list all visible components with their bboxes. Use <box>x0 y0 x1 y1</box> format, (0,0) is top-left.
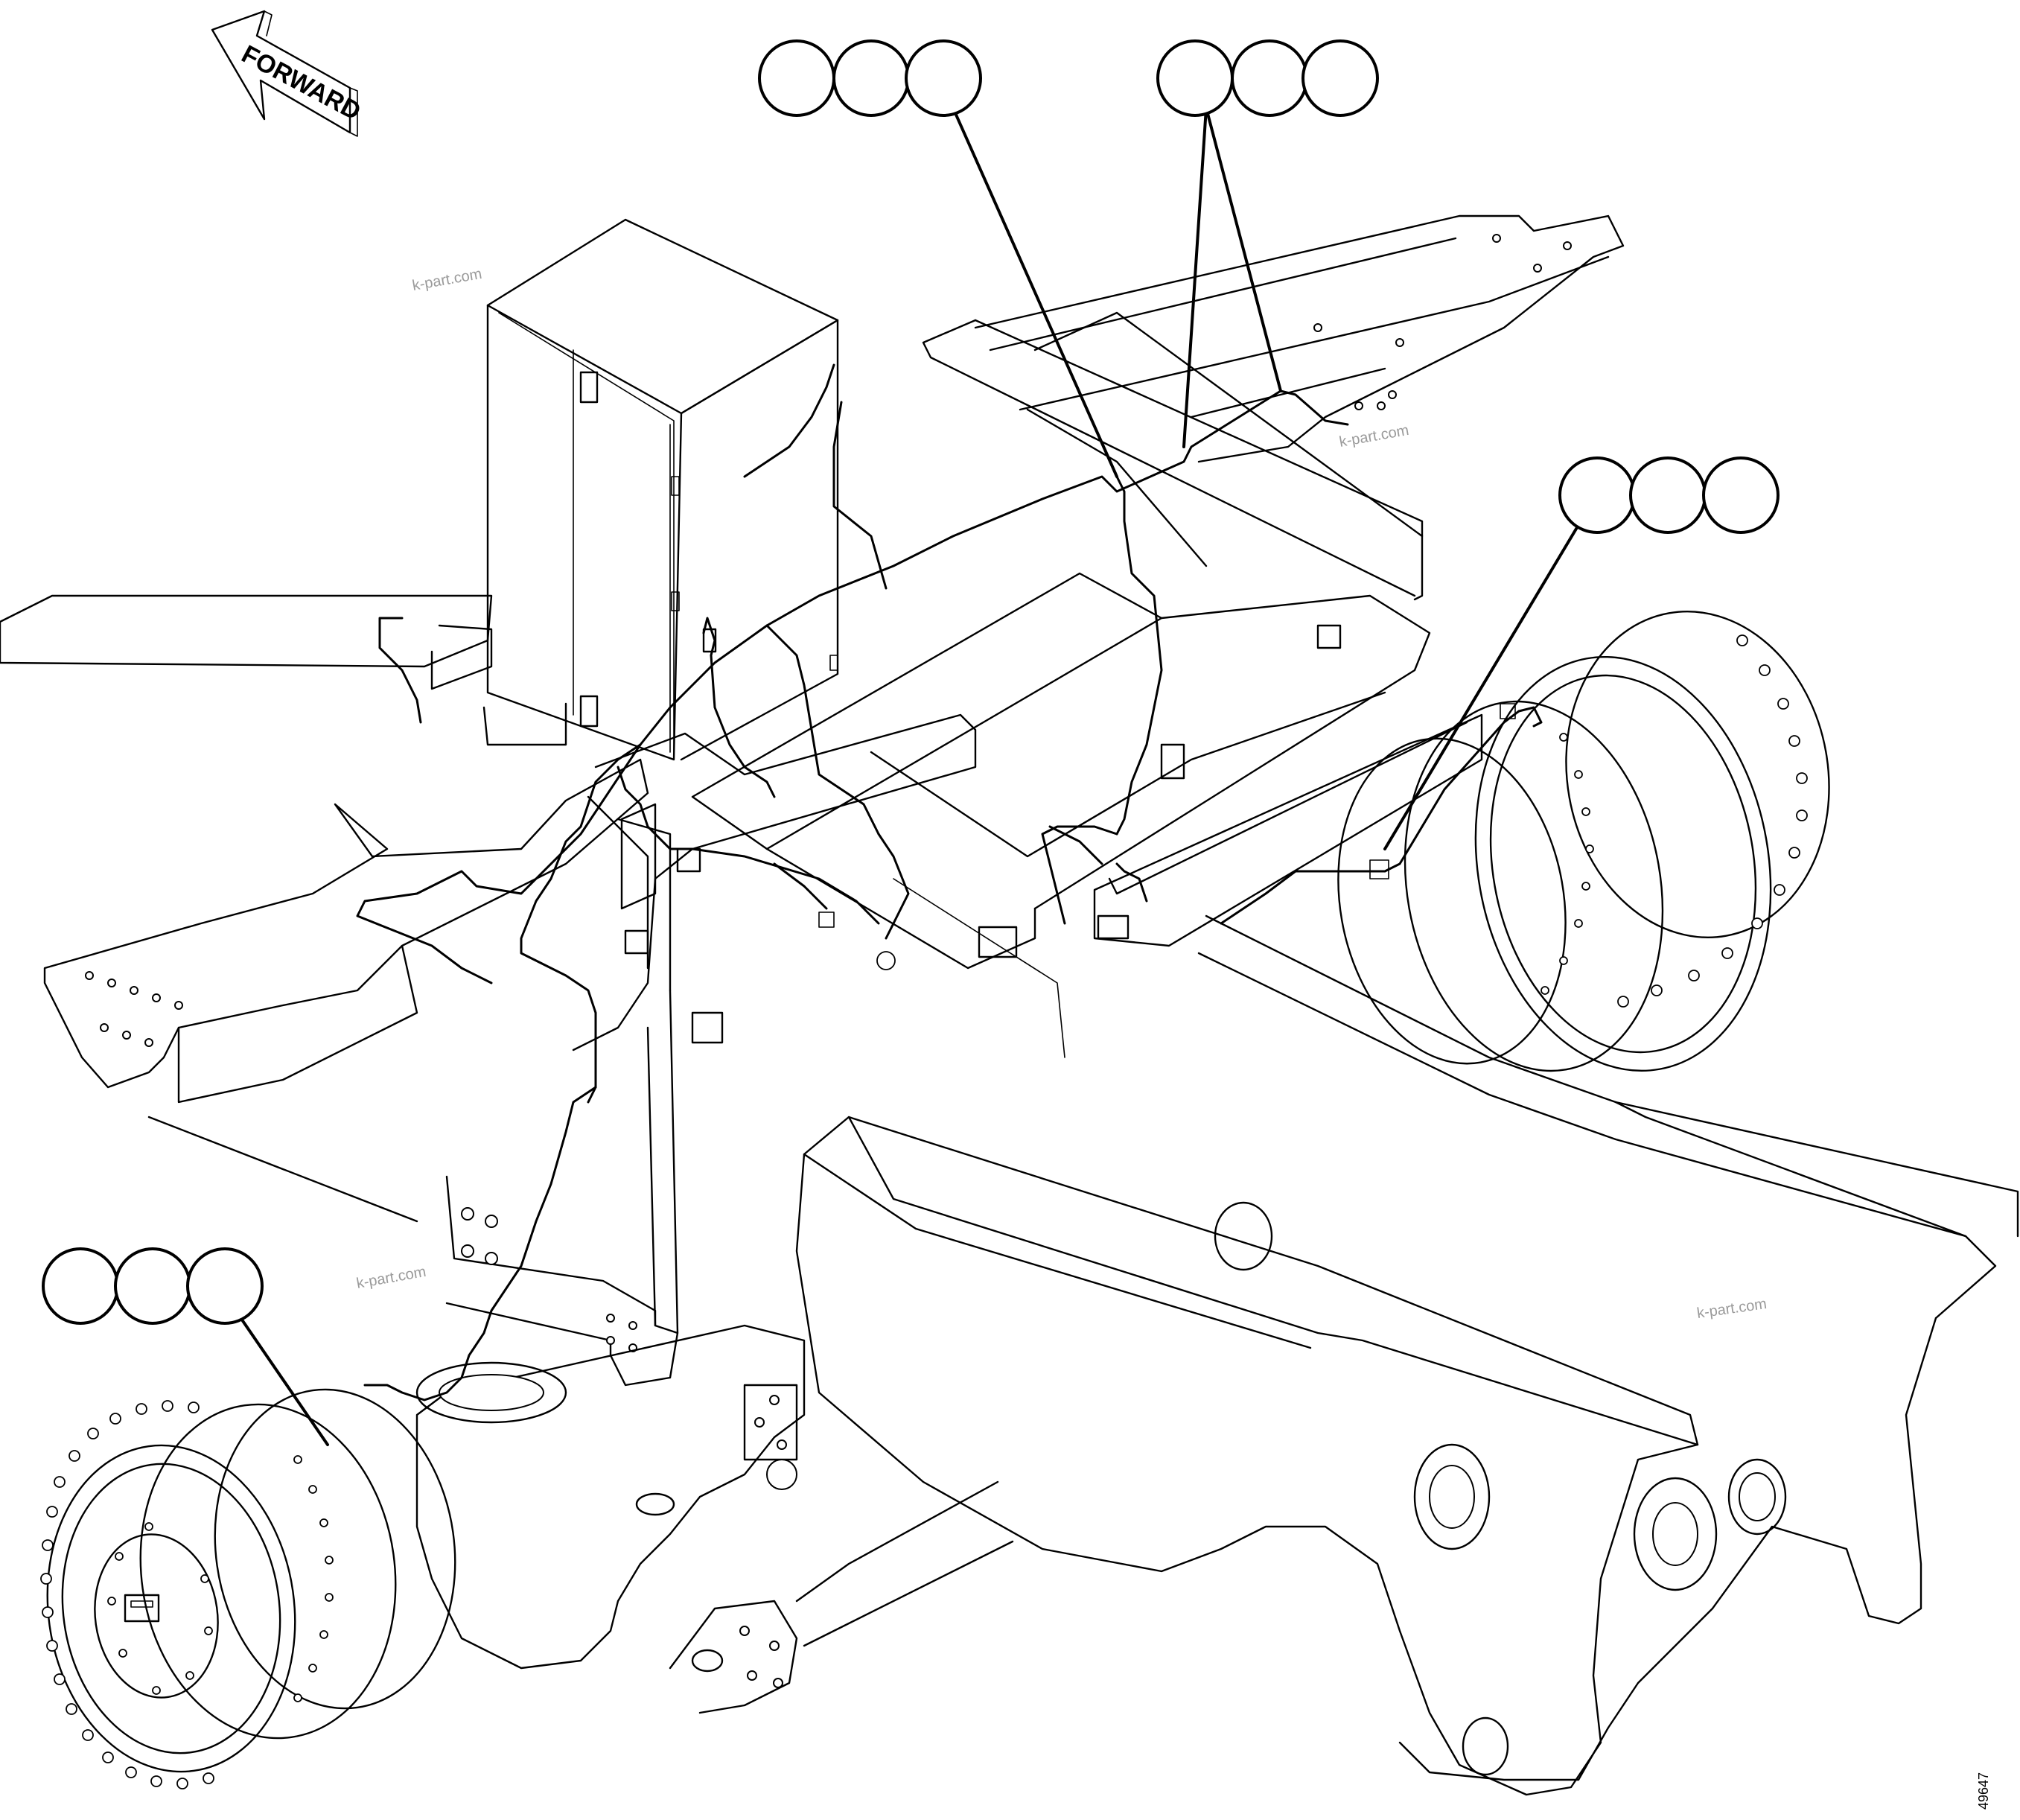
callout-circle <box>905 39 982 117</box>
callout-group-top-right <box>1156 39 1379 117</box>
callout-circle <box>114 1247 191 1325</box>
left-wheel-hub <box>40 1388 456 1789</box>
front-frame <box>0 594 649 1223</box>
rear-axle-arm <box>1197 914 2019 1781</box>
watermark: k-part.com <box>355 1264 427 1292</box>
forward-arrow: FORWARD <box>211 10 366 137</box>
right-wheel-bolts <box>1541 634 1808 1008</box>
callout-leaders <box>237 106 1580 1446</box>
callout-circle <box>1231 39 1308 117</box>
callout-circle <box>1629 456 1707 534</box>
callout-group-right <box>1558 456 1780 534</box>
drawing-number: 49647 <box>1976 1772 1991 1810</box>
center-hinge <box>445 713 977 1387</box>
left-wheel-bolts <box>40 1400 334 1789</box>
callout-circle <box>1558 456 1636 534</box>
callout-group-bottom-left <box>42 1247 264 1325</box>
watermark: k-part.com <box>1696 1296 1768 1322</box>
electrical-cabinet <box>486 218 839 761</box>
callout-circle <box>1702 456 1780 534</box>
watermark: k-part.com <box>411 266 483 294</box>
callout-circle <box>186 1247 264 1325</box>
wiring-harness <box>356 363 1543 1401</box>
rear-frame <box>974 214 1625 463</box>
callout-circle <box>758 39 835 117</box>
right-wheel-hub <box>1337 611 1830 1072</box>
callout-circle <box>1301 39 1379 117</box>
forward-label: FORWARD <box>237 40 365 127</box>
front-axle-arm <box>795 1116 1699 1796</box>
watermark: k-part.com <box>1338 422 1410 451</box>
callout-group-top-left <box>758 39 982 117</box>
callout-circle <box>42 1247 119 1325</box>
center-beam <box>922 311 1424 601</box>
rear-cross-rail <box>1093 713 1483 947</box>
center-platform <box>691 572 1431 1058</box>
callout-circle <box>832 39 910 117</box>
lower-mount <box>415 1324 1014 1714</box>
callout-circle <box>1156 39 1234 117</box>
